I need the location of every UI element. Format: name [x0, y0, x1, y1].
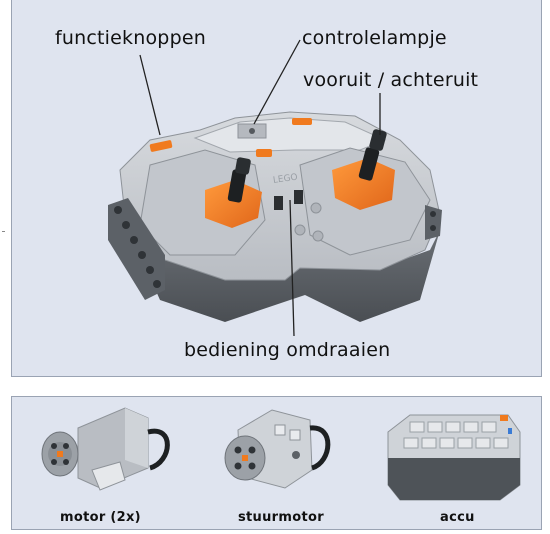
label-function-buttons: functieknoppen — [55, 27, 206, 49]
stud — [294, 224, 306, 236]
indicator-orange-button — [256, 149, 272, 157]
indicator-light-dot — [249, 128, 255, 134]
leader-reverse-control — [289, 199, 295, 337]
label-reverse-control: bediening omdraaien — [184, 339, 391, 361]
reverse-switch-right — [294, 190, 303, 204]
steering-motor-illustration — [224, 409, 331, 489]
battery-illustration — [387, 414, 521, 501]
remote-control: LEGO — [108, 111, 442, 322]
motor-illustration — [41, 407, 170, 491]
label-steering-motor: stuurmotor — [238, 510, 324, 525]
label-battery: accu — [440, 510, 475, 525]
right-connector — [425, 205, 442, 240]
function-button-right — [292, 118, 312, 125]
leader-function-buttons — [139, 54, 161, 136]
label-forward-reverse: vooruit / achteruit — [303, 69, 479, 91]
left-lever — [227, 157, 251, 203]
leader-indicator-light — [253, 39, 301, 125]
right-orange-socket — [332, 158, 395, 210]
left-orange-socket — [205, 180, 262, 228]
right-lever — [358, 129, 387, 181]
edge-mark — [2, 231, 5, 232]
function-button-left — [149, 140, 173, 152]
stud — [312, 230, 324, 242]
stud — [310, 202, 322, 214]
label-indicator-light: controlelampje — [302, 27, 447, 49]
label-motor: motor (2x) — [60, 510, 141, 525]
remote-brand: LEGO — [272, 173, 298, 186]
reverse-switch-left — [274, 196, 283, 210]
left-connector — [108, 198, 165, 300]
